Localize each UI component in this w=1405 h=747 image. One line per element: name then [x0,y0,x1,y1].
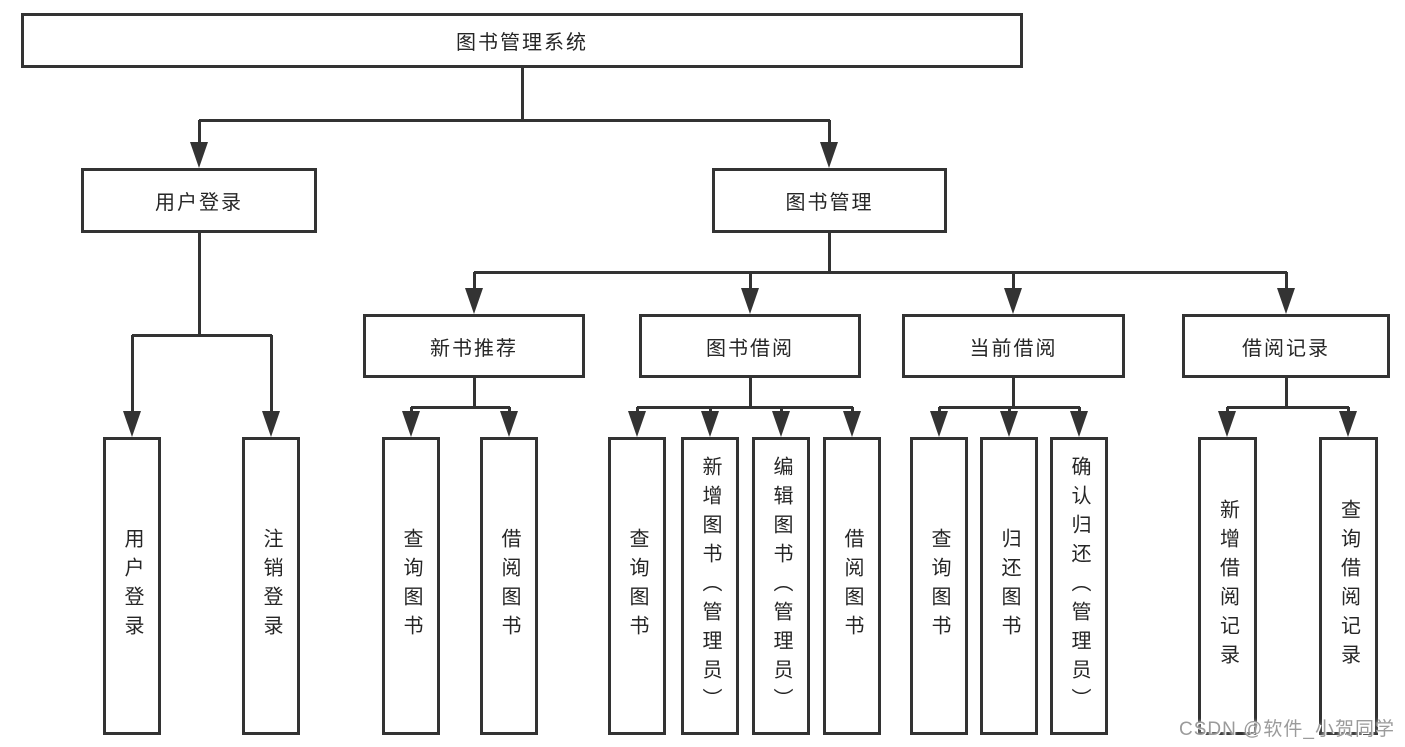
leaf-query-books: 查询图书 [910,437,968,735]
connector-line [637,405,853,409]
csdn-watermark: CSDN @软件_小贺同学 [1179,719,1395,740]
leaf-return-books: 归还图书 [980,437,1038,735]
node-label: 新增图书（管理员） [699,455,721,717]
connector-line [197,233,201,337]
arrowhead-icon [843,411,861,437]
node-user-login: 用户登录 [81,168,317,233]
connector-line [199,118,830,122]
node-label: 当前借阅 [969,337,1058,360]
connector-line [1284,378,1288,409]
node-new-book-recommendation: 新书推荐 [363,314,585,378]
node-label: 借阅记录 [1242,337,1330,360]
arrowhead-icon [741,288,759,314]
node-label: 查询借阅记录 [1337,499,1360,673]
arrowhead-icon [1000,411,1018,437]
leaf-query-books: 查询图书 [382,437,440,735]
connector-line [1284,272,1288,292]
leaf-query-borrow-record: 查询借阅记录 [1319,437,1378,735]
node-label: 查询图书 [626,528,648,644]
leaf-borrow-books: 借阅图书 [823,437,881,735]
node-current-borrowing: 当前借阅 [902,314,1125,378]
node-label: 用户登录 [121,528,143,644]
leaf-add-borrow-record: 新增借阅记录 [1198,437,1257,735]
arrowhead-icon [1277,288,1295,314]
connector-line [827,120,831,146]
arrowhead-icon [465,288,483,314]
arrowhead-icon [123,411,141,437]
connector-line [748,272,752,292]
leaf-confirm-return-admin: 确认归还（管理员） [1050,437,1108,735]
node-label: 注销登录 [260,528,282,644]
connector-line [197,120,201,146]
arrowhead-icon [701,411,719,437]
connector-line [474,270,1287,274]
arrowhead-icon [1339,411,1357,437]
connector-line [1227,405,1349,409]
arrowhead-icon [262,411,280,437]
node-label: 图书借阅 [706,337,794,360]
connector-line [520,68,524,121]
node-book-management: 图书管理 [712,168,947,233]
node-library-management-system: 图书管理系统 [21,13,1023,68]
leaf-user-login: 用户登录 [103,437,161,735]
connector-line [411,405,510,409]
node-label: 确认归还（管理员） [1068,455,1090,717]
node-book-borrowing: 图书借阅 [639,314,861,378]
connector-line [130,335,134,415]
leaf-add-books-admin: 新增图书（管理员） [681,437,739,735]
node-label: 查询图书 [400,528,422,644]
connector-line [472,378,476,409]
node-label: 新书推荐 [430,337,518,360]
arrowhead-icon [1004,288,1022,314]
node-label: 查询图书 [928,528,950,644]
connector-line [1011,378,1015,409]
arrowhead-icon [930,411,948,437]
arrowhead-icon [1070,411,1088,437]
arrowhead-icon [500,411,518,437]
arrowhead-icon [772,411,790,437]
node-borrowing-records: 借阅记录 [1182,314,1390,378]
node-label: 新增借阅记录 [1216,499,1239,673]
leaf-edit-books-admin: 编辑图书（管理员） [752,437,810,735]
arrowhead-icon [820,142,838,168]
node-label: 图书管理系统 [456,32,588,54]
leaf-borrow-books: 借阅图书 [480,437,538,735]
arrowhead-icon [1218,411,1236,437]
leaf-logout: 注销登录 [242,437,300,735]
arrowhead-icon [402,411,420,437]
connector-line [827,233,831,274]
node-label: 归还图书 [998,528,1020,644]
connector-line [269,335,273,415]
leaf-query-books: 查询图书 [608,437,666,735]
node-label: 编辑图书（管理员） [770,455,792,717]
node-label: 图书管理 [785,192,874,214]
connector-line [748,378,752,409]
connector-line [132,333,272,337]
node-label: 借阅图书 [841,528,863,644]
arrowhead-icon [190,142,208,168]
node-label: 用户登录 [155,192,243,214]
arrowhead-icon [628,411,646,437]
node-label: 借阅图书 [498,528,520,644]
connector-line [472,272,476,292]
connector-line [1011,272,1015,292]
